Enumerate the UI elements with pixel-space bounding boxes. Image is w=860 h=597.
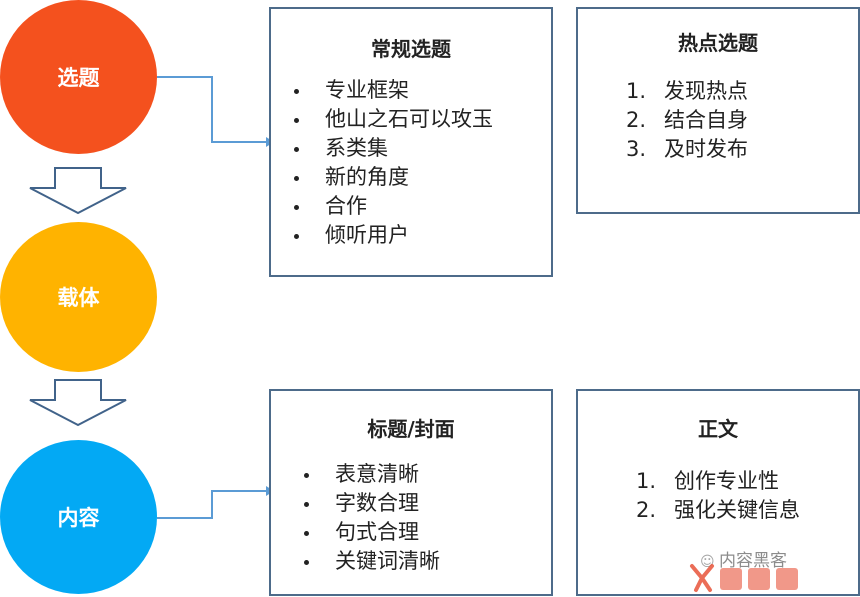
step-content-label: 内容: [57, 506, 100, 530]
list-item: 1. 创作专业性: [636, 467, 800, 496]
list-item: 3. 及时发布: [626, 135, 748, 164]
list-item-text: 发现热点: [664, 79, 748, 103]
list-item: 关键词清晰: [301, 547, 440, 576]
step-topic-circle: 选题: [0, 0, 157, 154]
list-item-number: 3.: [626, 137, 647, 161]
list-item: 1. 发现热点: [626, 77, 748, 106]
body-text-list: 1. 创作专业性 2. 强化关键信息: [636, 467, 800, 525]
down-arrow-2: [29, 379, 127, 427]
title-cover-box: 标题/封面 表意清晰 字数合理 句式合理 关键词清晰: [269, 389, 553, 596]
step-carrier-circle: 载体: [0, 222, 157, 372]
list-item: 表意清晰: [301, 460, 440, 489]
regular-topics-box: 常规选题 专业框架 他山之石可以攻玉 系类集 新的角度 合作 倾听用户: [269, 7, 553, 277]
list-item: 倾听用户: [291, 221, 493, 250]
list-item-text: 创作专业性: [674, 469, 779, 493]
list-item-text: 强化关键信息: [674, 498, 800, 522]
list-item: 专业框架: [291, 76, 493, 105]
list-item: 2. 结合自身: [626, 106, 748, 135]
list-item: 系类集: [291, 134, 493, 163]
list-item-text: 及时发布: [664, 137, 748, 161]
connector-topic-to-regular: [157, 76, 266, 143]
step-content-circle: 内容: [0, 440, 157, 594]
title-cover-list: 表意清晰 字数合理 句式合理 关键词清晰: [301, 460, 440, 576]
hot-topics-title: 热点选题: [678, 31, 758, 55]
list-item: 新的角度: [291, 163, 493, 192]
connector-content-to-title: [157, 490, 266, 519]
watermark-logo: [690, 564, 798, 592]
list-item: 2. 强化关键信息: [636, 496, 800, 525]
list-item: 句式合理: [301, 518, 440, 547]
hot-topics-box: 热点选题 1. 发现热点 2. 结合自身 3. 及时发布: [576, 7, 860, 214]
list-item: 他山之石可以攻玉: [291, 105, 493, 134]
regular-topics-title: 常规选题: [371, 37, 451, 61]
body-text-title: 正文: [698, 417, 738, 441]
list-item-text: 结合自身: [664, 108, 748, 132]
step-topic-label: 选题: [57, 66, 100, 90]
watermark-label: 内容黑客: [719, 551, 788, 571]
down-arrow-1: [29, 167, 127, 215]
title-cover-title: 标题/封面: [367, 417, 455, 441]
step-carrier-label: 载体: [57, 286, 100, 310]
list-item-number: 2.: [636, 498, 657, 522]
list-item-number: 1.: [626, 79, 647, 103]
list-item: 合作: [291, 192, 493, 221]
body-text-box: 正文 1. 创作专业性 2. 强化关键信息: [576, 389, 860, 596]
list-item-number: 1.: [636, 469, 657, 493]
list-item: 字数合理: [301, 489, 440, 518]
regular-topics-list: 专业框架 他山之石可以攻玉 系类集 新的角度 合作 倾听用户: [291, 76, 493, 250]
hot-topics-list: 1. 发现热点 2. 结合自身 3. 及时发布: [626, 77, 748, 164]
list-item-number: 2.: [626, 108, 647, 132]
